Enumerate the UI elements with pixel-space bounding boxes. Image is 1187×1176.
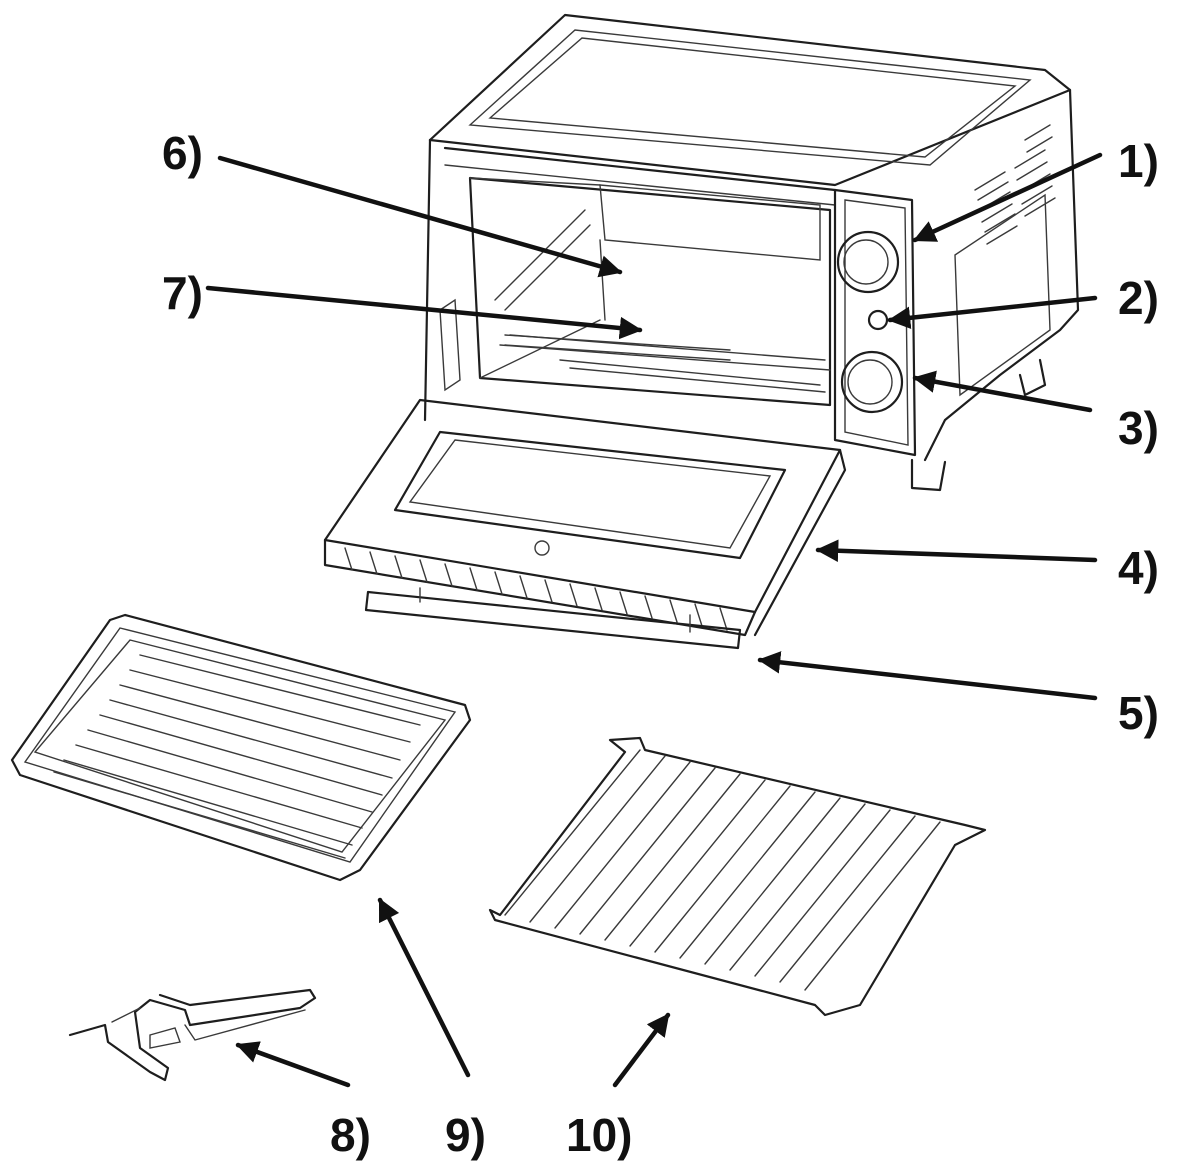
arrow-2 (887, 295, 1098, 330)
arrow-8 (235, 1041, 351, 1088)
arrow-5 (757, 651, 1098, 701)
callout-8: 8) (330, 1109, 371, 1161)
callout-4: 4) (1118, 542, 1159, 594)
callout-10: 10) (566, 1109, 633, 1161)
arrow-4 (815, 539, 1098, 563)
callout-arrows (205, 152, 1103, 1088)
arrow-1 (912, 152, 1103, 243)
power-indicator-light (867, 309, 889, 331)
arrow-9 (377, 897, 471, 1078)
oven-feet (910, 358, 1047, 492)
timer-knob[interactable] (836, 230, 900, 294)
baking-tray (10, 613, 472, 882)
side-vents (974, 124, 1056, 245)
oven-body (423, 13, 1080, 462)
callout-5: 5) (1118, 687, 1159, 739)
tray-holder (68, 988, 317, 1082)
callout-7: 7) (162, 267, 203, 319)
wire-rack (488, 736, 987, 1017)
temperature-knob[interactable] (840, 350, 904, 414)
arrow-10 (612, 1012, 671, 1088)
callout-9: 9) (445, 1109, 486, 1161)
glass-door (323, 398, 847, 637)
callout-3: 3) (1118, 402, 1159, 454)
arrow-6 (217, 155, 623, 278)
door-handle[interactable] (364, 587, 742, 650)
callout-2: 2) (1118, 272, 1159, 324)
control-panel (833, 188, 917, 457)
temperature-knob-face (847, 359, 893, 405)
arrow-3 (912, 370, 1093, 413)
arrow-7 (205, 285, 643, 340)
timer-knob-face (843, 239, 889, 285)
callout-6: 6) (162, 127, 203, 179)
callout-1: 1) (1118, 135, 1159, 187)
